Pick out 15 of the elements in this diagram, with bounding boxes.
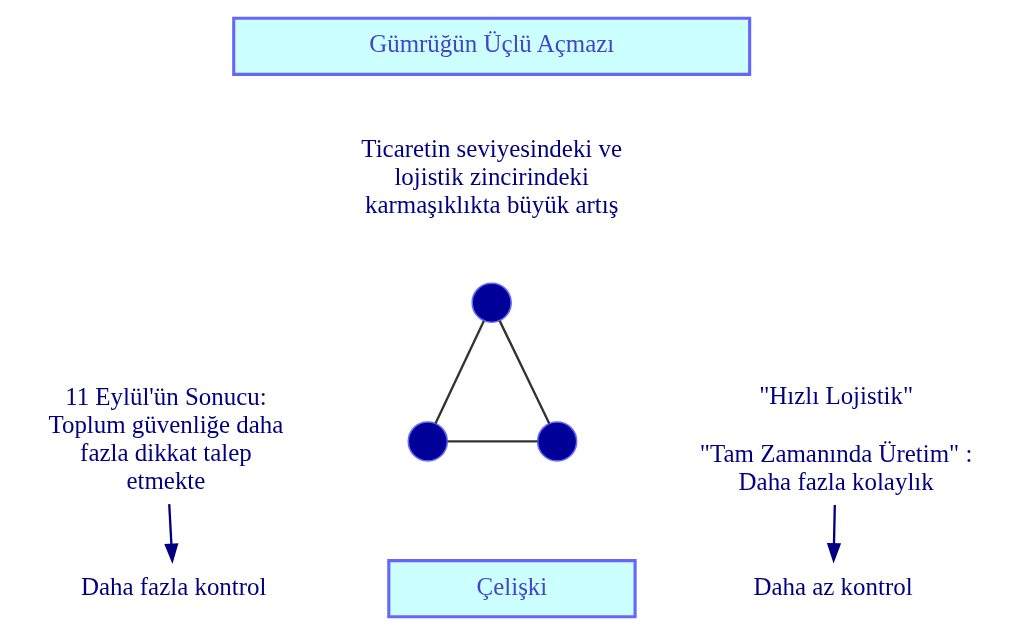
node-box: Gümrüğün Üçlü Açmazı (232, 16, 752, 76)
node-text: Daha fazla kontrol (80, 572, 267, 600)
node-circle (407, 421, 449, 462)
node-circle (536, 421, 578, 462)
node-text: 11 Eylül'ün Sonucu: Toplum güvenliğe daha fazla dikkat talep etmekte (48, 383, 284, 495)
node-label: Ticaretin seviyesindeki ve lojistik zincirindeki karmaşıklıkta büyük artış (361, 134, 623, 218)
node-circle (471, 282, 512, 323)
node-box: Çelişki (387, 559, 637, 619)
connector (447, 440, 538, 443)
connector (434, 320, 485, 424)
arrow (164, 504, 179, 564)
node-text: Daha az kontrol (753, 572, 913, 600)
connector (498, 320, 551, 425)
arrow (826, 504, 842, 564)
node-text: "Hızlı Lojistik" "Tam Zamanında Üretim" : Daha fazla kolaylık (699, 382, 973, 496)
